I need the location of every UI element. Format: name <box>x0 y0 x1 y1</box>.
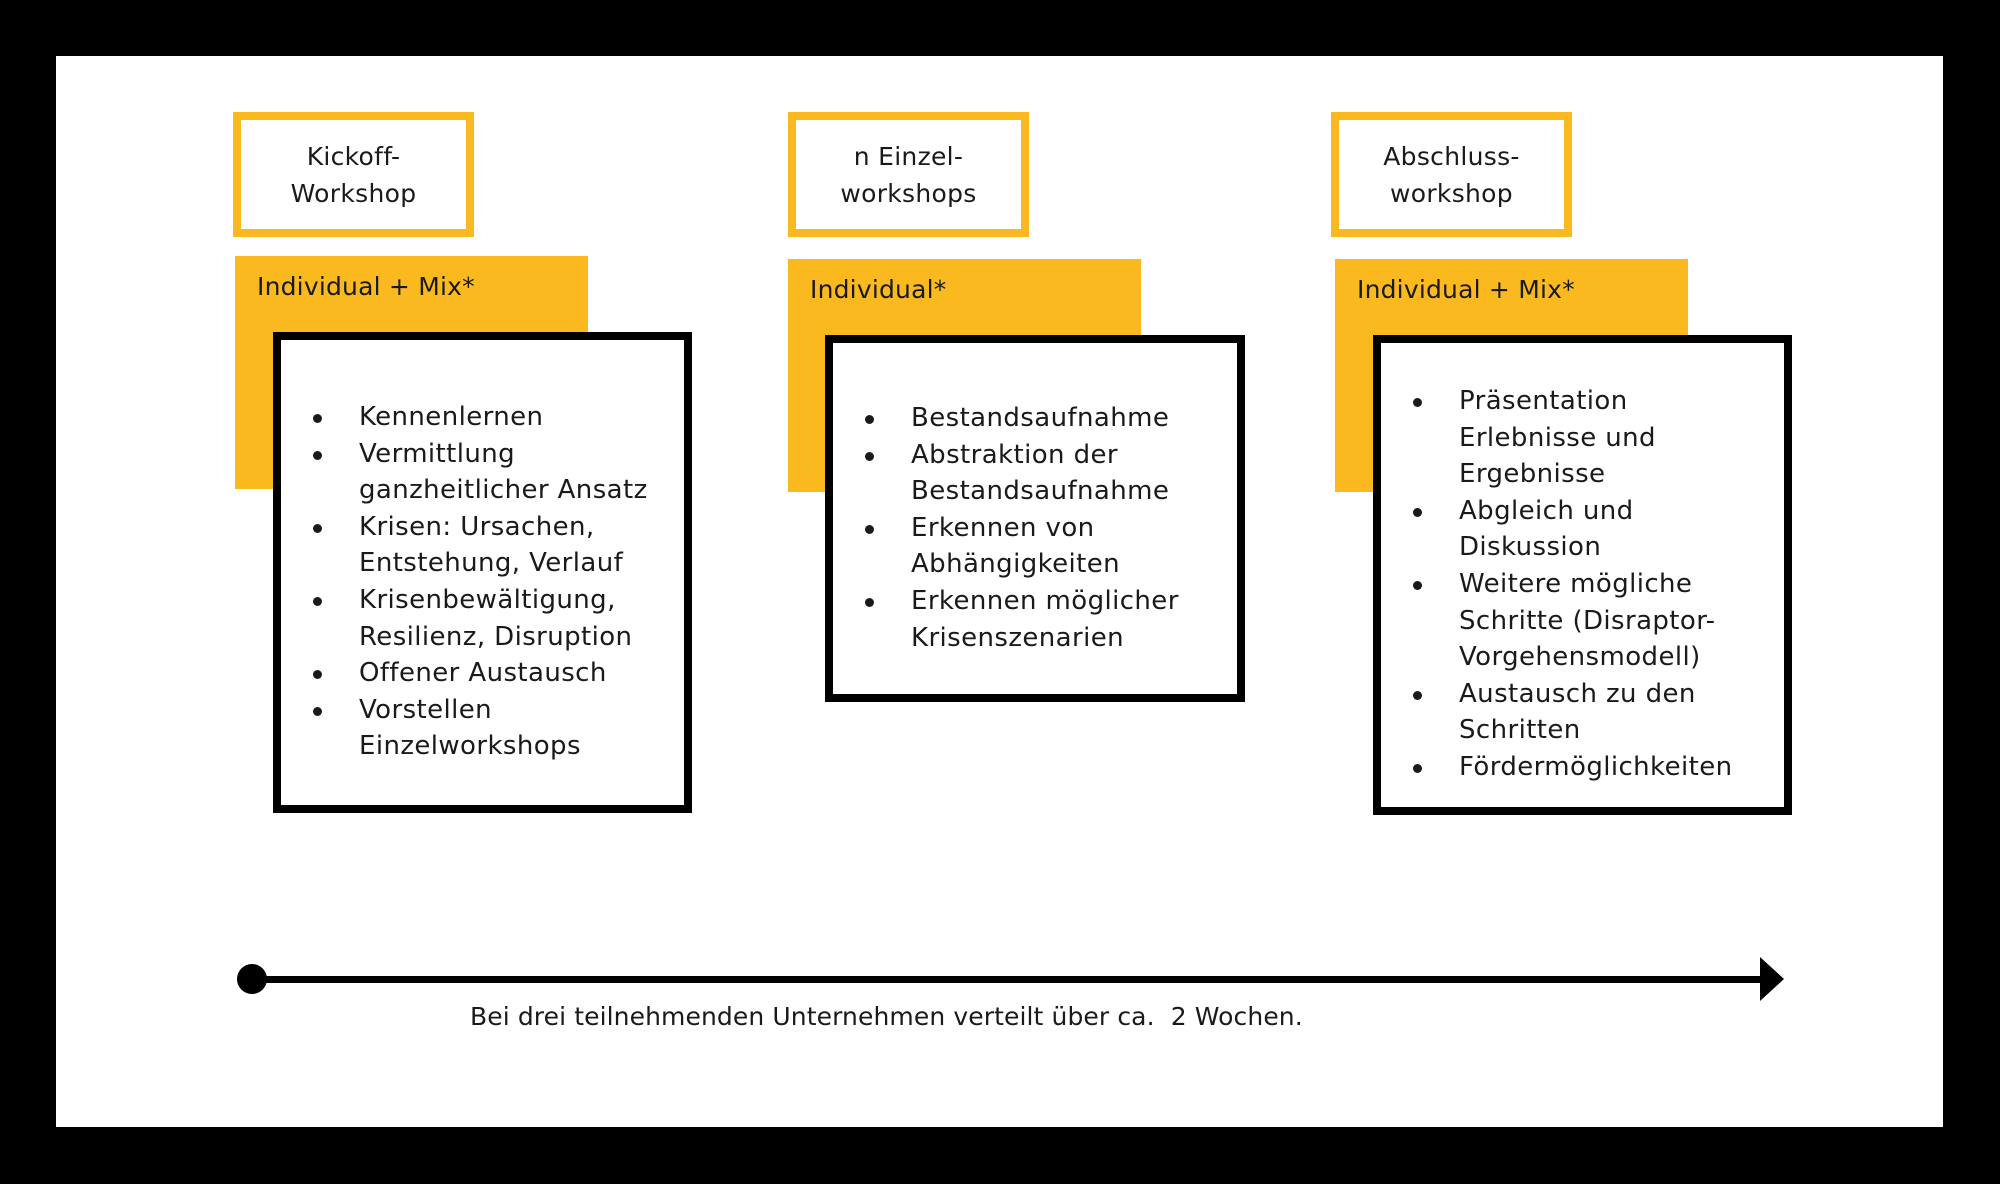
bullet-icon <box>1413 580 1422 590</box>
timeline-line <box>252 976 1762 983</box>
phase-title-kickoff: Kickoff- Workshop <box>233 112 474 237</box>
list-item: Erkennen möglicher Krisenszenarien <box>857 583 1256 656</box>
phase-title-line: Kickoff- <box>306 141 401 171</box>
phase-content-einzelworkshops: Bestandsaufnahme Abstraktion der Bestand… <box>825 335 1245 702</box>
phase-content-kickoff: Kennenlernen Vermittlung ganzheitlicher … <box>273 332 692 813</box>
bullet-icon <box>1413 690 1422 700</box>
bullet-icon <box>313 450 322 460</box>
bullet-icon <box>865 415 874 424</box>
bullet-icon <box>1413 507 1422 517</box>
list-item: Weitere mögliche Schritte (Disraptor-Vor… <box>1405 566 1789 676</box>
list-item: Kennenlernen <box>305 399 689 436</box>
phase-items-list: Bestandsaufnahme Abstraktion der Bestand… <box>857 400 1257 656</box>
list-item: Offener Austausch <box>305 655 689 692</box>
diagram-canvas: Kickoff- Workshop Individual + Mix* Kenn… <box>56 56 1943 1127</box>
list-item: Erkennen von Abhängigkeiten <box>857 510 1171 583</box>
phase-title-line: Workshop <box>290 178 417 208</box>
bullet-icon <box>313 670 322 680</box>
bullet-icon <box>313 596 322 606</box>
timeline-arrow-head-icon <box>1760 957 1784 1001</box>
list-item: Abstraktion der Bestandsaufnahme <box>857 437 1211 510</box>
list-item: Abgleich und Diskussion <box>1405 493 1704 566</box>
timeline-start-dot-icon <box>237 964 267 994</box>
list-item: Vorstellen Einzelworkshops <box>305 692 649 765</box>
phase-title-line: Abschluss- <box>1383 141 1520 171</box>
bullet-icon <box>1413 763 1422 773</box>
phase-mode-label: Individual* <box>810 275 947 304</box>
phase-title-line: workshop <box>1390 178 1513 208</box>
list-item: Austausch zu den Schritten <box>1405 676 1759 749</box>
phase-title-line: workshops <box>840 178 977 208</box>
phase-content-abschluss: Präsentation Erlebnisse und Ergebnisse A… <box>1373 335 1792 815</box>
timeline-caption: Bei drei teilnehmenden Unternehmen verte… <box>470 1002 1303 1031</box>
phase-mode-label: Individual + Mix* <box>257 272 475 301</box>
phase-title-abschluss: Abschluss- workshop <box>1331 112 1572 237</box>
bullet-icon <box>313 706 322 716</box>
bullet-icon <box>1413 398 1422 407</box>
phase-title-line: n Einzel- <box>853 141 964 171</box>
phase-title-einzelworkshops: n Einzel- workshops <box>788 112 1029 237</box>
list-item: Präsentation Erlebnisse und Ergebnisse <box>1405 383 1739 493</box>
list-item: Fördermöglichkeiten <box>1405 749 1829 786</box>
list-item: Krisenbewältigung, Resilienz, Disruption <box>305 582 689 655</box>
phase-items-list: Kennenlernen Vermittlung ganzheitlicher … <box>305 399 705 765</box>
bullet-icon <box>313 523 322 533</box>
list-item: Bestandsaufnahme <box>857 400 1256 437</box>
phase-mode-label: Individual + Mix* <box>1357 275 1575 304</box>
list-item: Vermittlung ganzheitlicher Ansatz <box>305 436 689 509</box>
list-item: Krisen: Ursachen, Entstehung, Verlauf <box>305 509 689 582</box>
bullet-icon <box>313 414 322 423</box>
bullet-icon <box>865 524 874 534</box>
bullet-icon <box>865 597 874 607</box>
bullet-icon <box>865 451 874 461</box>
phase-items-list: Präsentation Erlebnisse und Ergebnisse A… <box>1405 383 1805 786</box>
